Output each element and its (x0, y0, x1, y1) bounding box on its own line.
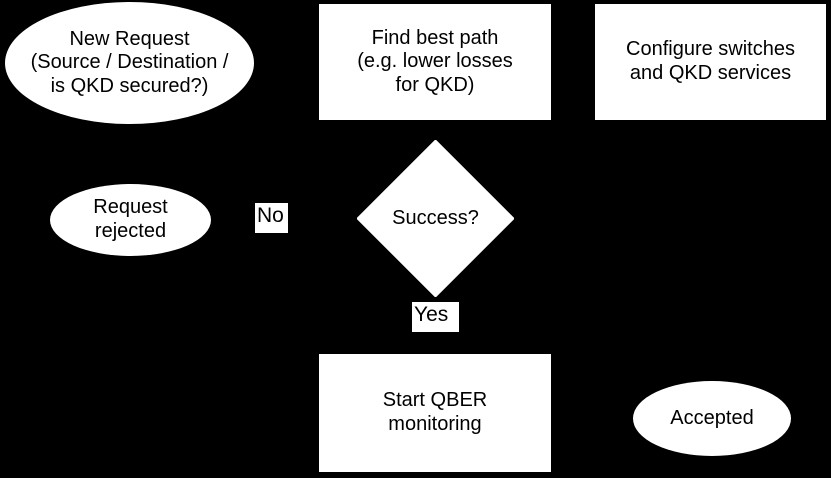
flow-node-new-request-label: New Request (Source / Destination / is Q… (30, 27, 229, 97)
flow-node-find-best-path-label: Find best path (e.g. lower losses for QK… (357, 26, 513, 96)
edge-label-yes: Yes (412, 302, 459, 332)
diamond-icon (357, 140, 514, 297)
flow-node-success-decision[interactable]: Success? (357, 140, 514, 297)
flow-node-new-request[interactable]: New Request (Source / Destination / is Q… (5, 2, 254, 124)
edge-label-no: No (255, 203, 288, 233)
flow-node-accepted-label: Accepted (670, 406, 754, 429)
flow-node-configure-switches[interactable]: Configure switches and QKD services (594, 3, 827, 121)
flow-node-accepted[interactable]: Accepted (633, 381, 791, 456)
flow-node-success-decision-label: Success? (392, 207, 479, 229)
flow-node-request-rejected[interactable]: Request rejected (50, 184, 211, 256)
flow-node-find-best-path[interactable]: Find best path (e.g. lower losses for QK… (318, 3, 552, 121)
flow-node-start-qber-monitoring[interactable]: Start QBER monitoring (318, 353, 552, 473)
flow-node-configure-switches-label: Configure switches and QKD services (626, 38, 795, 84)
flow-node-start-qber-monitoring-label: Start QBER monitoring (382, 389, 488, 435)
flow-node-request-rejected-label: Request rejected (93, 196, 168, 242)
